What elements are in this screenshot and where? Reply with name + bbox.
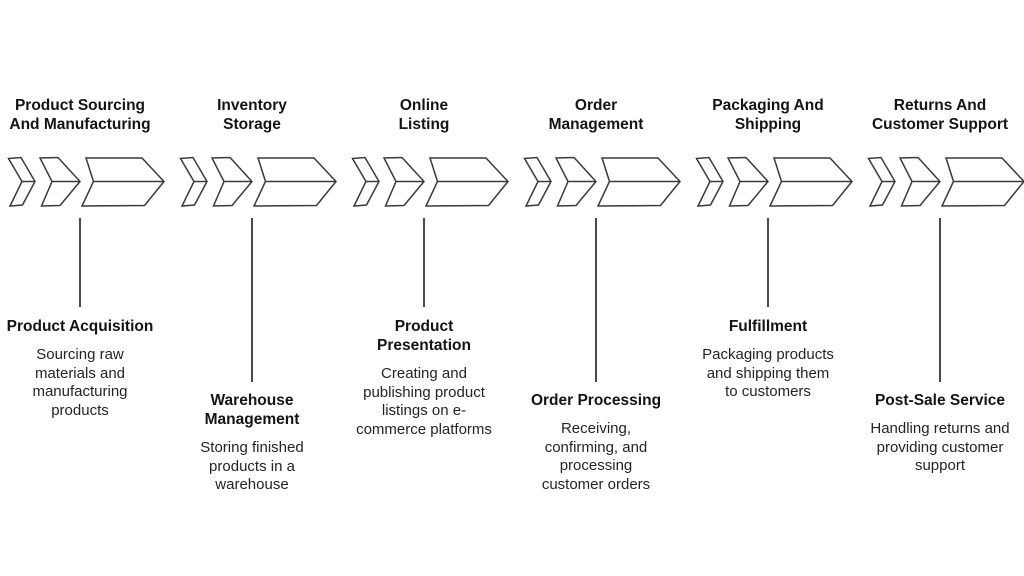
chevron-arrows-icon [351, 156, 509, 207]
stage-description: Receiving, confirming, and processing cu… [541, 420, 651, 493]
stage-description: Storing finished products in a warehouse [200, 439, 304, 493]
stage-label: Order Processing [530, 392, 662, 409]
stage-description: Sourcing raw materials and manufacturing… [32, 346, 128, 419]
stage-title: Packaging And Shipping [712, 97, 824, 133]
stage-detail: Product Acquisition Sourcing raw materia… [0, 317, 172, 420]
stage-detail: Fulfillment Packaging products and shipp… [676, 317, 860, 402]
connector-line [595, 218, 597, 382]
connector-line [939, 218, 941, 382]
chevron-arrows-icon [695, 156, 853, 207]
stage-label: Product Presentation [377, 318, 471, 354]
chevron-arrows-icon [179, 156, 337, 207]
stage-title: Inventory Storage [217, 97, 287, 133]
stage-title: Online Listing [398, 97, 450, 133]
connector-line [79, 218, 81, 307]
connector-line [251, 218, 253, 382]
stage-column-returns-support: Returns And Customer Support Post-Sale S… [854, 0, 1024, 576]
stage-title: Order Management [548, 97, 644, 133]
stage-description: Creating and publishing product listings… [356, 365, 492, 438]
stage-column-order-management: Order Management Order Processing Receiv… [510, 0, 682, 576]
connector-line [423, 218, 425, 307]
chevron-arrows-icon [523, 156, 681, 207]
stage-column-inventory-storage: Inventory Storage Warehouse Management S… [166, 0, 338, 576]
stage-label: Warehouse Management [204, 392, 300, 428]
stage-column-packaging-shipping: Packaging And Shipping Fulfillment Packa… [682, 0, 854, 576]
stage-column-product-sourcing: Product Sourcing And Manufacturing Produ… [0, 0, 166, 576]
stage-description: Packaging products and shipping them to … [702, 346, 834, 400]
chevron-arrows-icon [867, 156, 1024, 207]
stage-title: Returns And Customer Support [871, 97, 1009, 133]
stage-detail: Post-Sale Service Handling returns and p… [848, 391, 1024, 476]
stage-label: Post-Sale Service [874, 392, 1006, 409]
stage-detail: Order Processing Receiving, confirming, … [504, 391, 688, 494]
stage-description: Handling returns and providing customer … [870, 420, 1010, 474]
stage-title: Product Sourcing And Manufacturing [9, 97, 151, 133]
stage-label: Fulfillment [728, 318, 808, 335]
stage-column-online-listing: Online Listing Product Presentation Crea… [338, 0, 510, 576]
stage-detail: Warehouse Management Storing finished pr… [160, 391, 344, 495]
connector-line [767, 218, 769, 307]
stage-detail: Product Presentation Creating and publis… [332, 317, 516, 439]
chevron-arrows-icon [7, 156, 165, 207]
stage-label: Product Acquisition [6, 318, 154, 335]
